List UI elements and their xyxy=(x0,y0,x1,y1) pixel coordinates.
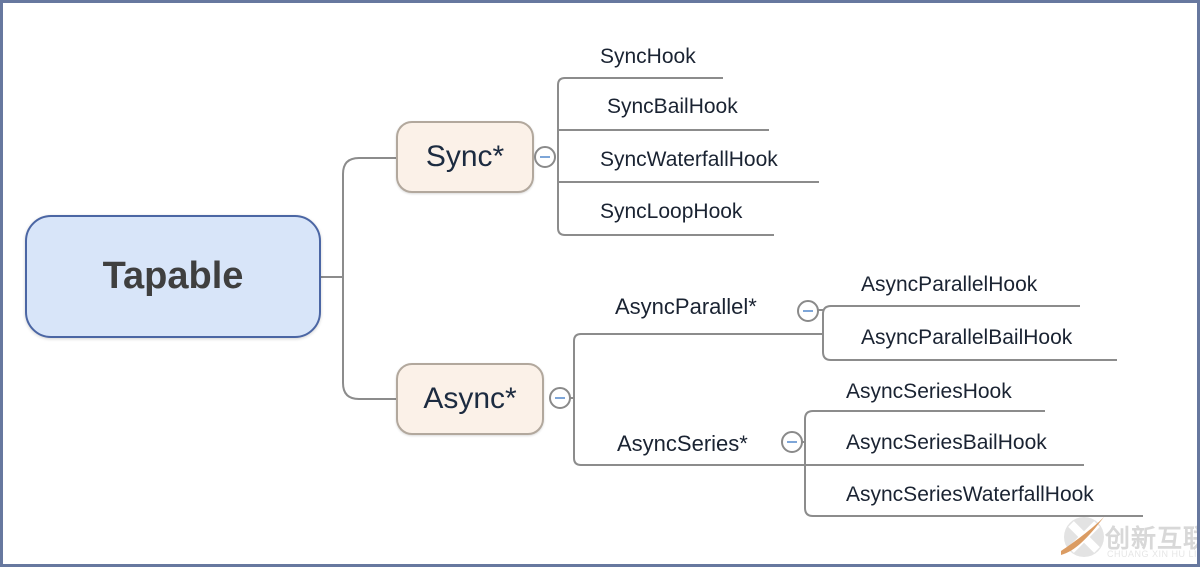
node-asyncseries[interactable]: AsyncSeries* xyxy=(617,431,748,456)
collapse-button-asyncparallel[interactable] xyxy=(797,300,819,322)
collapse-button-sync[interactable] xyxy=(534,146,556,168)
node-asyncseriesbailhook[interactable]: AsyncSeriesBailHook xyxy=(846,431,1047,454)
node-async[interactable]: Async* xyxy=(396,363,544,435)
node-asyncparallel[interactable]: AsyncParallel* xyxy=(615,294,757,319)
node-asyncserieswaterfallhook[interactable]: AsyncSeriesWaterfallHook xyxy=(846,483,1094,506)
watermark-brand-text: 创新互联 xyxy=(1105,525,1200,553)
node-syncwaterfallhook[interactable]: SyncWaterfallHook xyxy=(600,148,778,171)
node-asyncparallelbailhook[interactable]: AsyncParallelBailHook xyxy=(861,326,1073,349)
connector-root-sync xyxy=(321,157,396,278)
minus-icon xyxy=(787,441,797,443)
node-asyncserieshook[interactable]: AsyncSeriesHook xyxy=(846,380,1012,403)
minus-icon xyxy=(555,397,565,399)
minus-icon xyxy=(540,156,550,158)
node-syncbailhook[interactable]: SyncBailHook xyxy=(607,95,738,118)
collapse-button-async[interactable] xyxy=(549,387,571,409)
minus-icon xyxy=(803,310,813,312)
node-asyncparallelhook[interactable]: AsyncParallelHook xyxy=(861,273,1038,296)
connector-root-async xyxy=(342,277,396,400)
node-synchook[interactable]: SyncHook xyxy=(600,45,696,68)
watermark-logo-icon xyxy=(1061,517,1104,557)
watermark-pinyin-text: CHUANG XIN HU LIAN xyxy=(1107,549,1198,559)
node-syncloophook[interactable]: SyncLoopHook xyxy=(600,200,743,223)
node-tapable[interactable]: Tapable xyxy=(25,215,321,338)
watermark: 创新互联 CHUANG XIN HU LIAN xyxy=(1051,511,1200,564)
collapse-button-asyncseries[interactable] xyxy=(781,431,803,453)
node-sync[interactable]: Sync* xyxy=(396,121,534,193)
